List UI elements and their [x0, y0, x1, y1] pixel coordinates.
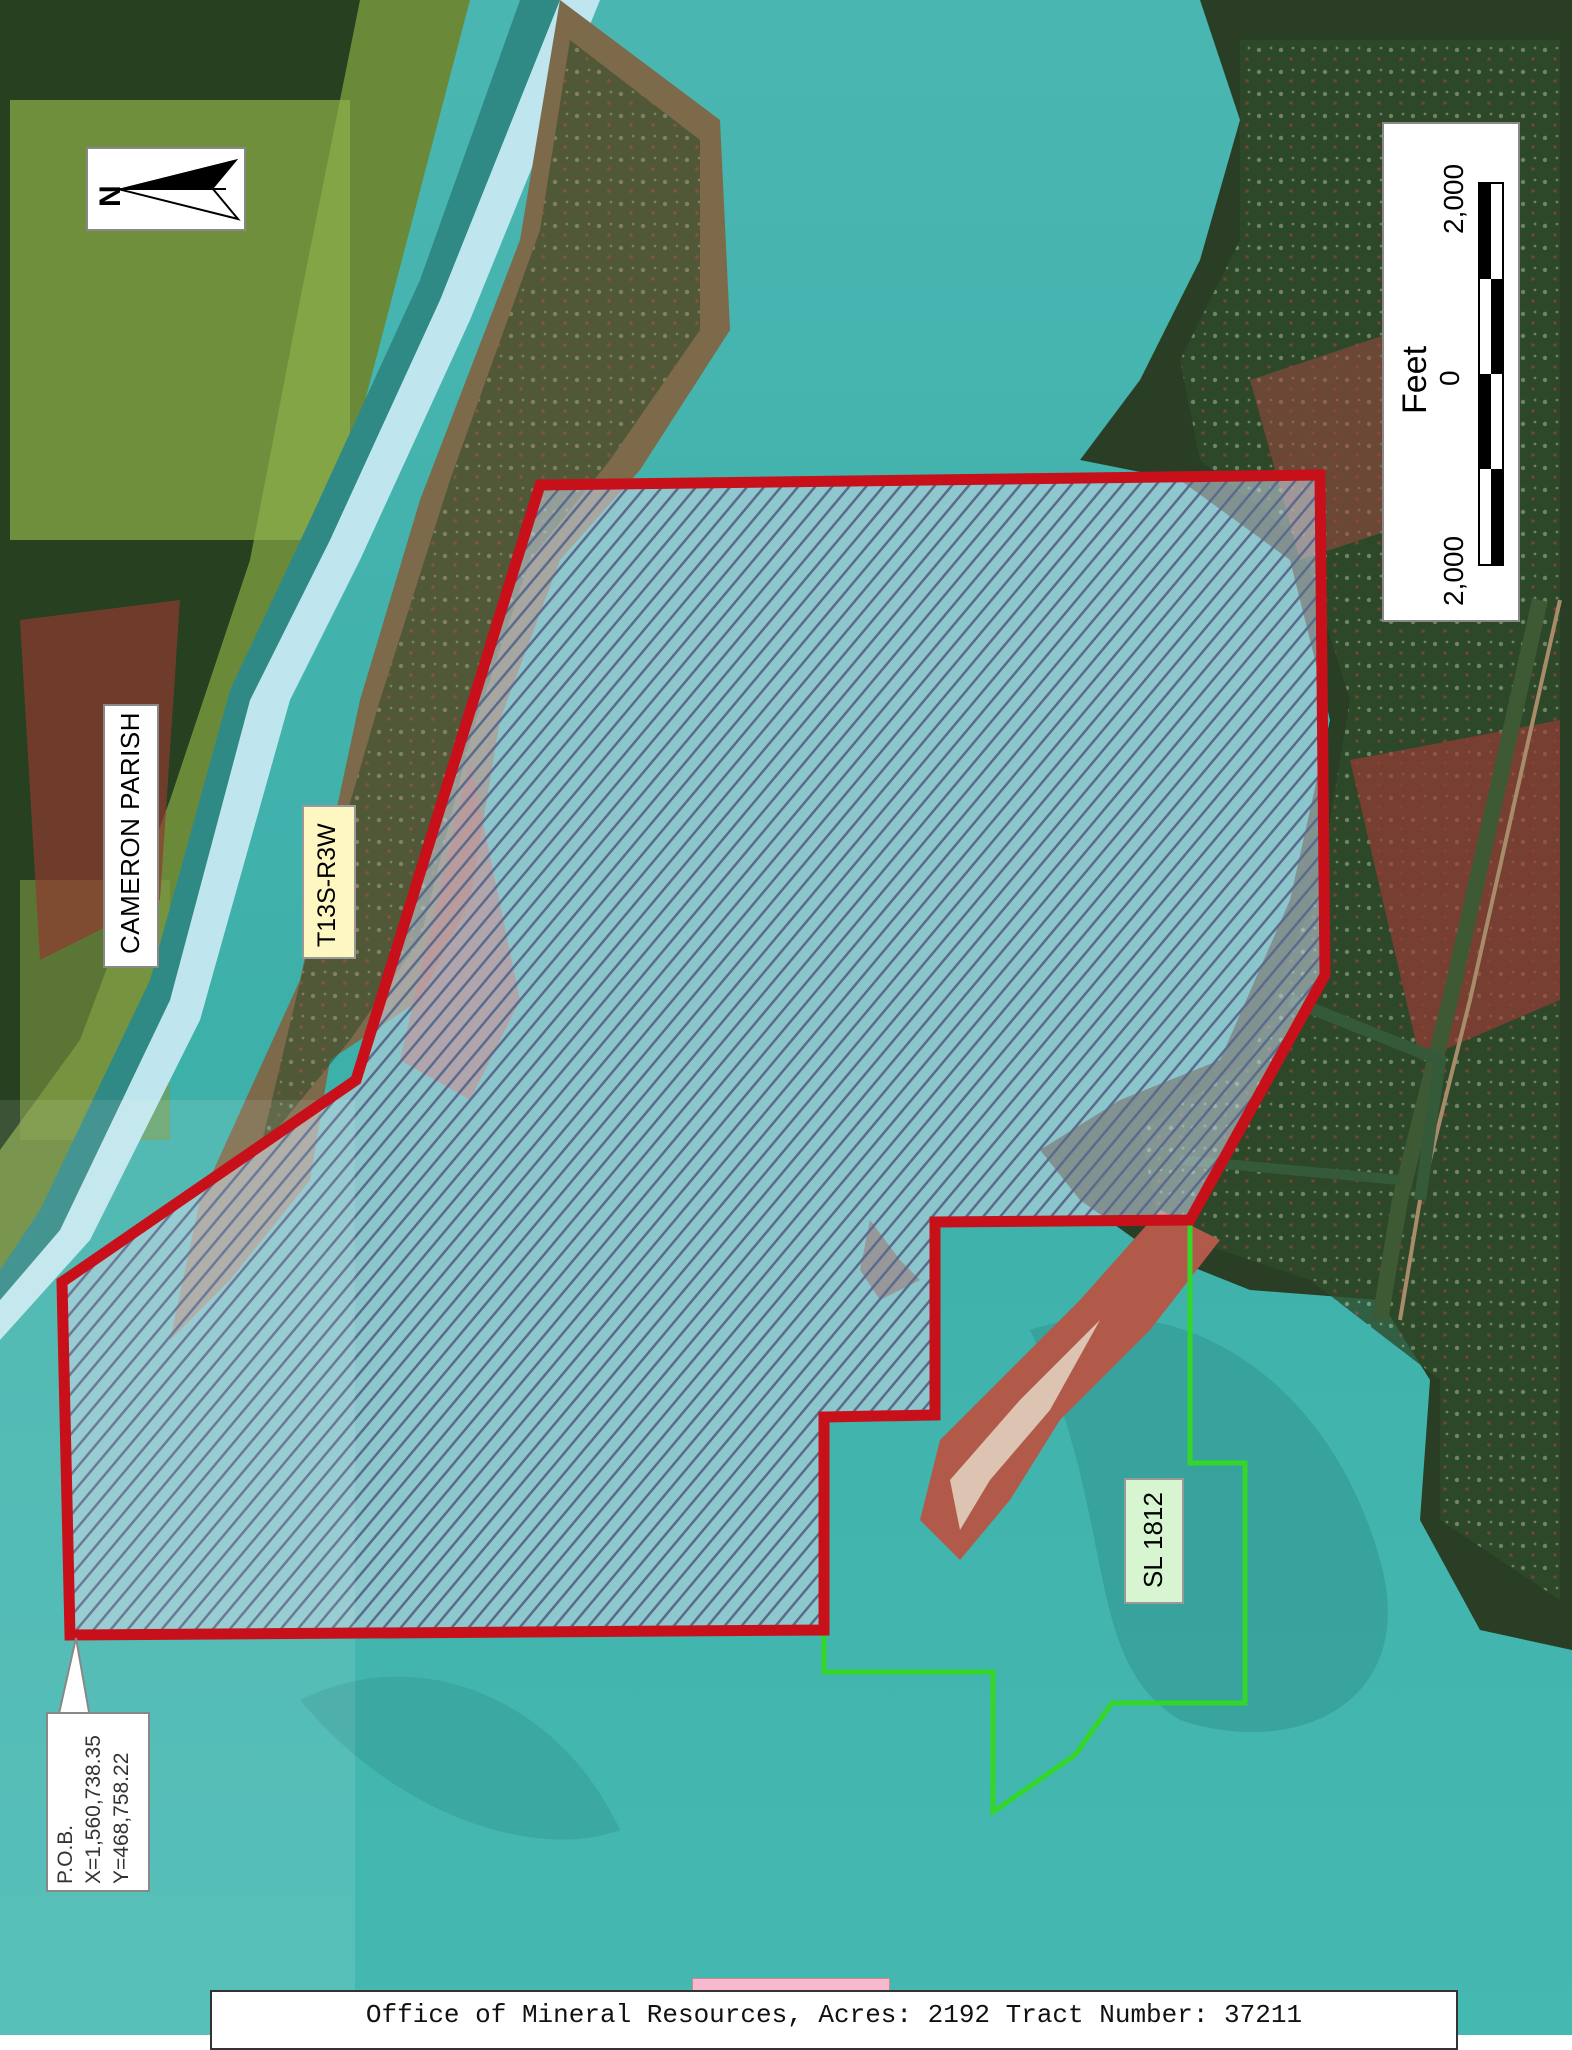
- pob-callout: P.O.B. X=1,560,738.35 Y=468,758.22: [46, 1712, 150, 1892]
- township-label: T13S-R3W: [313, 823, 341, 947]
- ship-channel-edge: [0, 0, 560, 1300]
- north-letter: N: [94, 185, 127, 207]
- pob-x: X=1,560,738.35: [82, 1735, 105, 1884]
- red-marsh-east: [1350, 720, 1560, 1060]
- ship-channel: [0, 0, 600, 1340]
- pob-y: Y=468,758.22: [110, 1752, 133, 1884]
- south-peninsula-tex: [950, 1320, 1100, 1530]
- scale-label-right: 2,000: [1438, 163, 1469, 234]
- township-label-box: T13S-R3W: [302, 805, 356, 959]
- scale-bar: 2,000 0 Feet 2,000: [1382, 122, 1520, 622]
- levee: [1398, 599, 1562, 1321]
- central-marsh-tex: [260, 40, 700, 1150]
- tract-outline: [56, 469, 1331, 1641]
- footer-title: Office of Mineral Resources, Acres: 2192…: [210, 1990, 1458, 2050]
- canal: [1372, 598, 1548, 1322]
- north-arrow-box: N: [86, 147, 246, 231]
- scale-bar-graphic: [1478, 182, 1504, 566]
- lease-outline-sl1812: [821, 1222, 1248, 1817]
- lease-label: SL 1812: [1138, 1492, 1168, 1588]
- footer-text: Office of Mineral Resources, Acres: 2192…: [365, 2000, 1303, 2030]
- scale-label-mid: 0: [1434, 370, 1465, 386]
- parish-label: CAMERON PARISH: [115, 712, 145, 954]
- pob-title: P.O.B.: [54, 1824, 77, 1884]
- tract-hatch: [62, 475, 1325, 1635]
- imagery-strip: [0, 1100, 355, 2035]
- scale-unit: Feet: [1396, 345, 1434, 414]
- lease-label-box: SL 1812: [1124, 1478, 1184, 1604]
- parish-label-box: CAMERON PARISH: [103, 704, 159, 968]
- water-streak: [300, 1676, 620, 1840]
- scale-label-left: 2,000: [1438, 535, 1469, 606]
- north-arrow-icon: [117, 159, 241, 221]
- canal: [1287, 994, 1447, 1201]
- water-streak: [1030, 1317, 1388, 1733]
